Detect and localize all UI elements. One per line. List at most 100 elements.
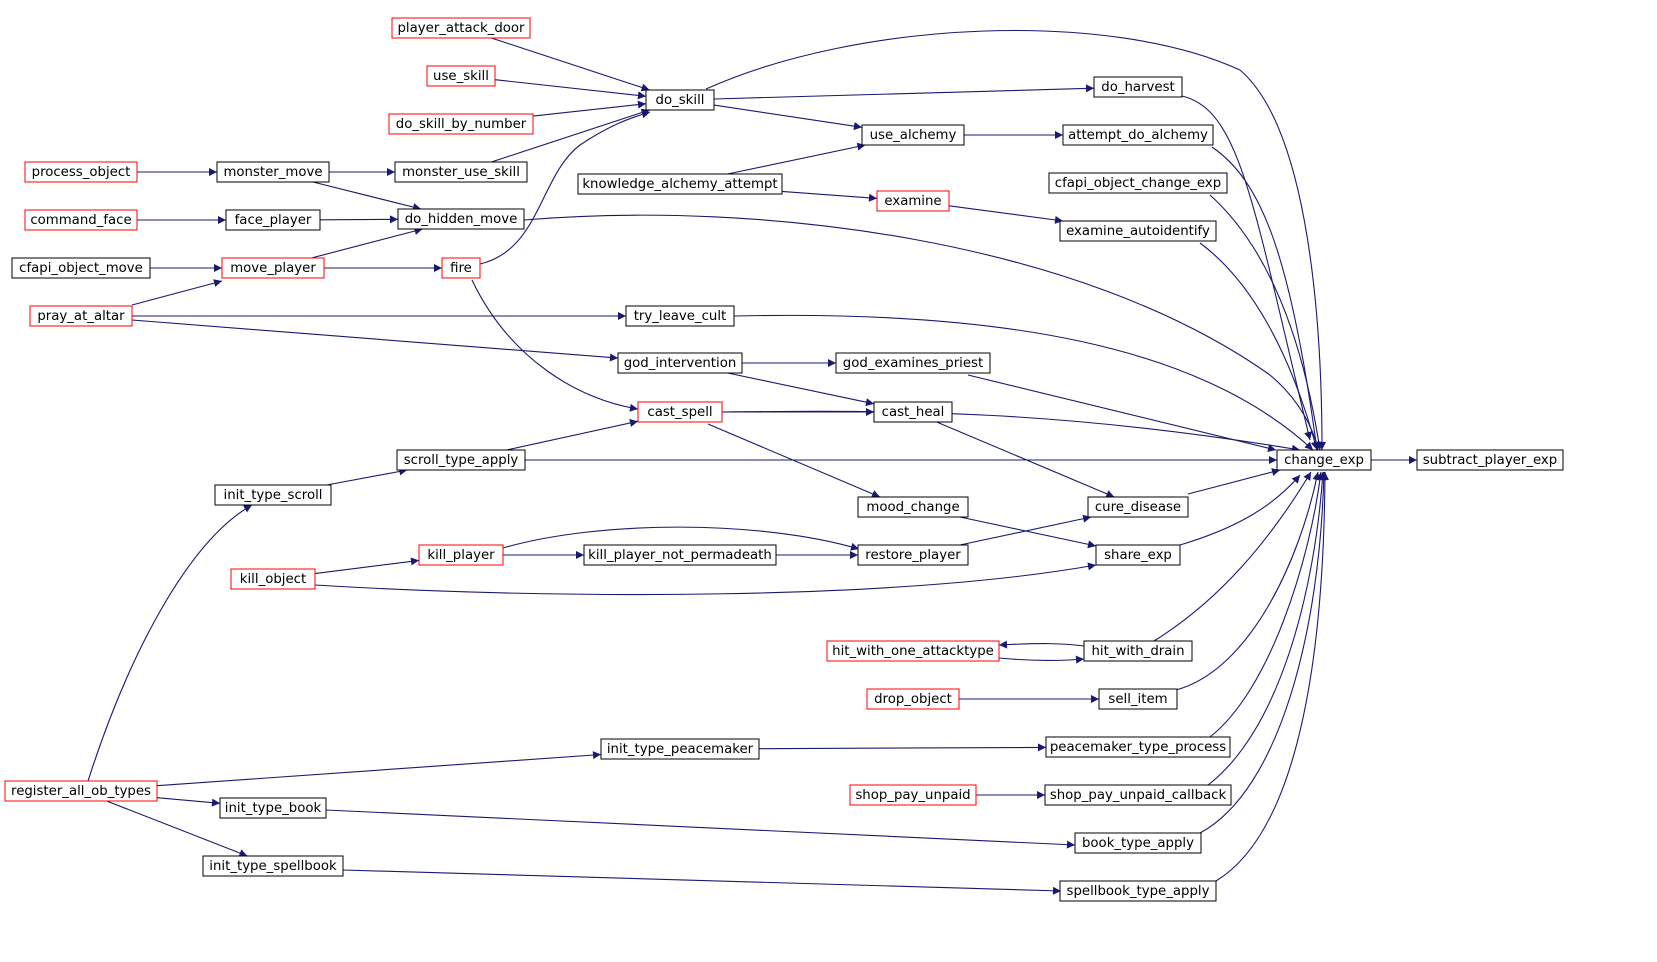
node-spellbook-type-apply[interactable]: spellbook_type_apply (1059, 880, 1217, 902)
edge-pray-at-altar-to-move-player (131, 279, 223, 306)
node-use-alchemy[interactable]: use_alchemy (861, 124, 965, 146)
node-monster-use-skill[interactable]: monster_use_skill (394, 161, 528, 183)
node-register-all-ob-types[interactable]: register_all_ob_types (4, 780, 158, 802)
node-try-leave-cult[interactable]: try_leave_cult (625, 305, 735, 327)
node-hit-with-one-attacktype[interactable]: hit_with_one_attacktype (826, 640, 1000, 662)
node-subtract-player-exp: subtract_player_exp (1416, 449, 1564, 471)
edge-init-type-peacemaker-to-peacemaker-type-process (758, 743, 1047, 752)
node-label: try_leave_cult (634, 309, 727, 324)
node-box (225, 209, 321, 231)
node-label: cast_spell (647, 405, 712, 420)
node-cast-heal[interactable]: cast_heal (873, 401, 953, 423)
node-init-type-scroll[interactable]: init_type_scroll (214, 484, 332, 506)
node-label: init_type_scroll (224, 488, 323, 503)
edge-fire-to-do-skill (479, 110, 651, 265)
node-init-type-spellbook[interactable]: init_type_spellbook (202, 855, 344, 877)
node-box (1048, 172, 1228, 194)
node-label: pray_at_altar (37, 309, 125, 324)
node-cfapi-object-move[interactable]: cfapi_object_move (11, 257, 151, 279)
node-process-object[interactable]: process_object (24, 161, 138, 183)
edge-book-type-apply-to-change-exp (1199, 471, 1328, 834)
node-do-harvest[interactable]: do_harvest (1093, 76, 1183, 98)
node-scroll-type-apply[interactable]: scroll_type_apply (396, 449, 526, 471)
node-box (394, 161, 528, 183)
node-label: god_intervention (624, 356, 737, 371)
node-box (849, 784, 977, 806)
node-do-skill-by-number[interactable]: do_skill_by_number (388, 113, 534, 135)
node-mood-change[interactable]: mood_change (857, 496, 969, 518)
node-label: use_skill (433, 69, 489, 84)
node-label: init_type_book (225, 801, 322, 816)
edge-init-type-spellbook-to-spellbook-type-apply (342, 869, 1062, 895)
node-god-intervention[interactable]: god_intervention (617, 352, 743, 374)
node-god-examines-priest[interactable]: god_examines_priest (835, 352, 991, 374)
edge-cast-spell-to-change-exp (721, 410, 1301, 453)
node-cast-spell[interactable]: cast_spell (637, 401, 723, 423)
node-shop-pay-unpaid[interactable]: shop_pay_unpaid (849, 784, 977, 806)
node-share-exp[interactable]: share_exp (1095, 544, 1181, 566)
node-restore-player[interactable]: restore_player (857, 544, 969, 566)
edge-examine-autoidentify-to-change-exp (1199, 242, 1319, 451)
edge-cfapi-object-change-exp-to-change-exp (1209, 194, 1323, 451)
node-player-attack-door[interactable]: player_attack_door (391, 17, 531, 39)
edge-do-skill-by-number-to-do-skill (532, 100, 647, 117)
node-label: scroll_type_apply (404, 453, 519, 468)
edge-share-exp-to-change-exp (1179, 474, 1301, 546)
node-face-player[interactable]: face_player (225, 209, 321, 231)
node-book-type-apply[interactable]: book_type_apply (1074, 832, 1202, 854)
edge-do-harvest-to-change-exp (1181, 95, 1313, 441)
edge-god-intervention-to-cast-heal (727, 372, 875, 407)
node-box (1062, 124, 1214, 146)
node-box (1087, 496, 1189, 518)
node-do-hidden-move[interactable]: do_hidden_move (397, 208, 525, 230)
node-move-player[interactable]: move_player (221, 257, 325, 279)
node-label: kill_player (427, 548, 495, 563)
node-init-type-book[interactable]: init_type_book (219, 797, 327, 819)
node-label: do_skill_by_number (396, 117, 527, 132)
node-peacemaker-type-process[interactable]: peacemaker_type_process (1045, 736, 1231, 758)
node-examine-autoidentify[interactable]: examine_autoidentify (1059, 220, 1217, 242)
edge-register-all-ob-types-to-init-type-scroll (87, 504, 253, 782)
node-box (441, 257, 481, 279)
node-hit-with-drain[interactable]: hit_with_drain (1083, 640, 1193, 662)
node-attempt-do-alchemy[interactable]: attempt_do_alchemy (1062, 124, 1214, 146)
node-label: face_player (235, 213, 312, 228)
node-box (826, 640, 1000, 662)
node-sell-item[interactable]: sell_item (1098, 688, 1178, 710)
node-kill-player-not-permadeath[interactable]: kill_player_not_permadeath (583, 544, 777, 566)
node-cure-disease[interactable]: cure_disease (1087, 496, 1189, 518)
node-box (857, 544, 969, 566)
node-do-skill[interactable]: do_skill (645, 89, 715, 111)
node-shop-pay-unpaid-callback[interactable]: shop_pay_unpaid_callback (1044, 784, 1232, 806)
edge-hit-with-one-attacktype-to-hit-with-drain (998, 640, 1085, 649)
node-box (24, 161, 138, 183)
node-monster-move[interactable]: monster_move (216, 161, 330, 183)
node-box (1059, 220, 1217, 242)
edge-do-skill-to-use-alchemy (713, 104, 863, 131)
node-label: god_examines_priest (843, 356, 983, 371)
node-cfapi-object-change-exp[interactable]: cfapi_object_change_exp (1048, 172, 1228, 194)
node-use-skill[interactable]: use_skill (426, 65, 496, 87)
node-label: move_player (230, 261, 316, 276)
node-box (1098, 688, 1178, 710)
node-kill-object[interactable]: kill_object (230, 568, 316, 590)
node-label: mood_change (866, 500, 959, 515)
node-examine[interactable]: examine (876, 190, 950, 212)
edge-pray-at-altar-to-god-intervention (131, 319, 619, 362)
node-init-type-peacemaker[interactable]: init_type_peacemaker (600, 738, 760, 760)
node-label: cfapi_object_change_exp (1055, 176, 1221, 191)
node-pray-at-altar[interactable]: pray_at_altar (29, 305, 133, 327)
node-drop-object[interactable]: drop_object (866, 688, 960, 710)
node-label: spellbook_type_apply (1067, 884, 1210, 899)
node-box (214, 484, 332, 506)
edge-try-leave-cult-to-change-exp (733, 314, 1314, 451)
node-fire[interactable]: fire (441, 257, 481, 279)
node-kill-player[interactable]: kill_player (418, 544, 504, 566)
node-box (388, 113, 534, 135)
node-command-face[interactable]: command_face (24, 209, 138, 231)
edge-mood-change-to-share-exp (959, 516, 1097, 549)
edge-move-player-to-do-hidden-move (311, 227, 423, 259)
node-change-exp[interactable]: change_exp (1276, 449, 1372, 471)
edge-hit-with-drain-to-hit-with-one-attacktype (998, 655, 1085, 664)
node-knowledge-alchemy-attempt[interactable]: knowledge_alchemy_attempt (577, 173, 783, 195)
